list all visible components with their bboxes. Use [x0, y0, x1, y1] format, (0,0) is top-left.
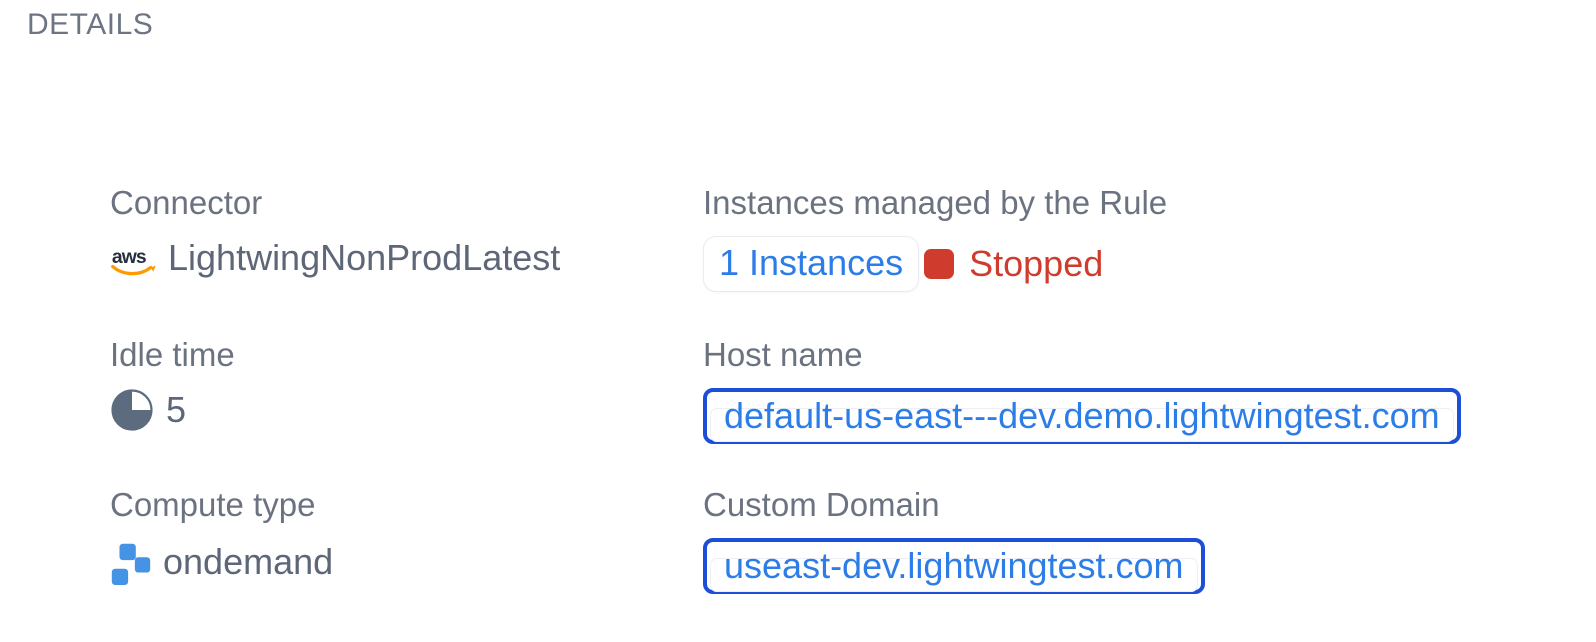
instances-count-label: 1 Instances	[719, 242, 904, 283]
field-custom-domain: Custom Domain useast-dev.lightwingtest.c…	[703, 485, 1205, 594]
field-host-name: Host name default-us-east---dev.demo.lig…	[703, 335, 1461, 444]
custom-domain-link[interactable]: useast-dev.lightwingtest.com	[724, 545, 1184, 586]
compute-type-label: Compute type	[110, 486, 316, 523]
svg-text:aws: aws	[112, 245, 146, 267]
aws-icon: aws	[110, 245, 158, 278]
idle-time-value: 5	[166, 389, 187, 430]
field-compute-type: Compute type ondemand	[110, 485, 333, 586]
field-idle-time: Idle time 5	[110, 335, 235, 432]
status-text: Stopped	[969, 243, 1104, 284]
idle-time-label: Idle time	[110, 336, 235, 373]
custom-domain-label: Custom Domain	[703, 486, 940, 523]
instances-label: Instances managed by the Rule	[703, 184, 1168, 221]
instances-count-button[interactable]: 1 Instances	[703, 236, 920, 292]
field-connector: Connector aws LightwingNonProdLatest	[110, 183, 560, 280]
custom-domain-focus-box: useast-dev.lightwingtest.com	[703, 538, 1205, 594]
host-name-link-wrap: default-us-east---dev.demo.lightwingtest…	[710, 395, 1454, 442]
stopped-status-icon	[924, 249, 955, 279]
field-instances: Instances managed by the Rule 1 Instance…	[703, 183, 1167, 292]
section-title: DETAILS	[27, 8, 154, 41]
connector-value: LightwingNonProdLatest	[168, 237, 561, 278]
connector-label: Connector	[110, 184, 263, 221]
pie-chart-icon	[110, 388, 154, 432]
compute-squares-icon	[110, 538, 152, 586]
compute-type-value: ondemand	[163, 541, 334, 582]
host-name-focus-box: default-us-east---dev.demo.lightwingtest…	[703, 388, 1461, 444]
custom-domain-link-wrap: useast-dev.lightwingtest.com	[710, 545, 1198, 592]
host-name-label: Host name	[703, 336, 863, 373]
host-name-link[interactable]: default-us-east---dev.demo.lightwingtest…	[724, 395, 1440, 436]
